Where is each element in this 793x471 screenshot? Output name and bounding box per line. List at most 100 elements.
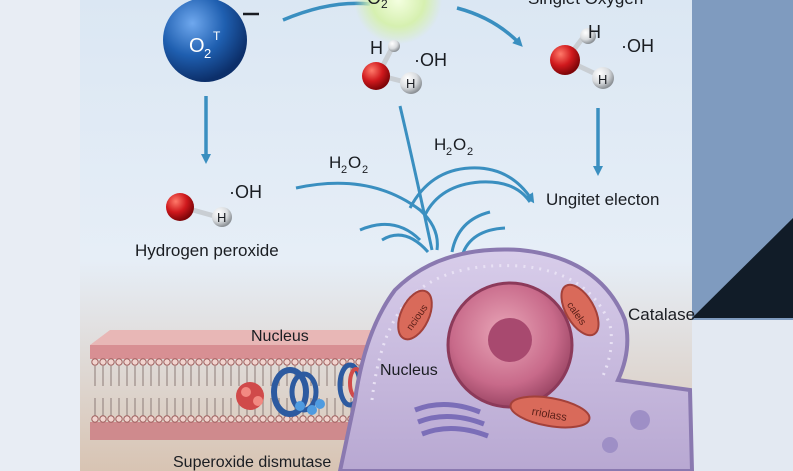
lipid-head (227, 415, 235, 423)
h2o2-streams (295, 105, 535, 257)
lipid-head (299, 415, 307, 423)
nucleolus (488, 318, 532, 362)
hydrogen-atom (592, 67, 614, 89)
lipid-head (179, 358, 187, 366)
lipid-head (339, 415, 347, 423)
lipid-head (211, 358, 219, 366)
lipid-head (155, 415, 163, 423)
h-label-top-right: H (588, 22, 601, 42)
hydrogen-atom (212, 207, 232, 227)
lipid-head (123, 358, 131, 366)
lipid-head (147, 358, 155, 366)
h-label-top-center: H (370, 38, 383, 58)
hydrogen-atom-small (388, 40, 400, 52)
lipid-head (243, 358, 251, 366)
lipid-head (259, 358, 267, 366)
lipid-head (179, 415, 187, 423)
lipid-head (139, 358, 147, 366)
lipid-head (187, 358, 195, 366)
lipid-head (107, 415, 115, 423)
lipid-head (275, 358, 283, 366)
h-label-left-atom: H (217, 210, 226, 225)
h2o2-label-2: H 2 O 2 (434, 135, 473, 158)
singlet-glow (354, 0, 442, 44)
svg-text:2: 2 (467, 146, 473, 158)
svg-text:2: 2 (362, 164, 368, 176)
lipid-head (171, 415, 179, 423)
superoxide-sub: 2 (204, 46, 211, 61)
lipid-head (163, 358, 171, 366)
lipid-head (115, 415, 123, 423)
lipid-head (299, 358, 307, 366)
molecule-top-center (362, 40, 422, 94)
dark-corner-triangle (692, 218, 793, 318)
h-label-top-right-atom: H (598, 72, 607, 87)
svg-text:H: H (434, 135, 446, 154)
molecule-left (166, 193, 232, 227)
lipid-head (99, 415, 107, 423)
lipid-head (203, 358, 211, 366)
lipid-head (195, 415, 203, 423)
lipid-head (323, 415, 331, 423)
lipid-head (331, 415, 339, 423)
superoxide-sup: T (213, 29, 221, 43)
right-light-panel (692, 320, 793, 471)
lipid-head (251, 415, 259, 423)
cell (337, 247, 695, 471)
lipid-head (283, 358, 291, 366)
arrow-to-singlet (456, 6, 523, 47)
superoxide-dismutase-label: Superoxide dismutase (173, 454, 331, 471)
superoxide-base: O (189, 35, 205, 57)
labels-layer: O 2 T O 2 Singlet Oxygen H H ·OH H H ·OH… (135, 0, 695, 471)
lipid-head (91, 358, 99, 366)
lipid-head (307, 358, 315, 366)
mitochondrion-1 (397, 289, 433, 341)
molecule-top-right (550, 28, 614, 89)
lipid-head (315, 358, 323, 366)
svg-text:O: O (453, 135, 466, 154)
oxygen-atom (550, 45, 580, 75)
superoxide-sphere (163, 0, 247, 82)
lipid-head (139, 415, 147, 423)
mitochondrion-3 (509, 395, 591, 429)
lipid-head (187, 415, 195, 423)
hydrogen-peroxide-label: Hydrogen peroxide (135, 241, 279, 260)
lipid-head (235, 415, 243, 423)
lipid-head (219, 415, 227, 423)
lipid-head (155, 358, 163, 366)
svg-text:2: 2 (341, 164, 347, 176)
hydrogen-atom-small (580, 28, 596, 44)
lipid-head (331, 358, 339, 366)
lipid-head (267, 415, 275, 423)
lipid-head (315, 415, 323, 423)
lipid-head (307, 415, 315, 423)
singlet-oxygen-label: Singlet Oxygen (528, 0, 643, 8)
lipid-head (115, 358, 123, 366)
lipid-head (99, 358, 107, 366)
svg-text:H: H (329, 153, 341, 172)
lipid-head (267, 358, 275, 366)
top-center-symbol: O (367, 0, 381, 8)
svg-text:O: O (348, 153, 361, 172)
top-center-charge: 2 (381, 0, 388, 11)
lipid-head (291, 358, 299, 366)
lipid-head (275, 415, 283, 423)
nucleus-cell-label: Nucleus (380, 362, 438, 379)
h2o2-label-1: H 2 O 2 (329, 153, 368, 176)
ungitet-electon-label: Ungitet electon (546, 190, 659, 209)
lipid-head (323, 358, 331, 366)
lipid-head (131, 358, 139, 366)
lipid-head (171, 358, 179, 366)
lipid-head (195, 358, 203, 366)
lipid-head (123, 415, 131, 423)
lipid-head (235, 358, 243, 366)
lipid-head (203, 415, 211, 423)
oh-label-top-center: ·OH (414, 50, 447, 70)
h-label-top-center-atom: H (406, 76, 415, 91)
lipid-head (131, 415, 139, 423)
lipid-head (251, 358, 259, 366)
lipid-head (339, 358, 347, 366)
lipid-head (163, 415, 171, 423)
